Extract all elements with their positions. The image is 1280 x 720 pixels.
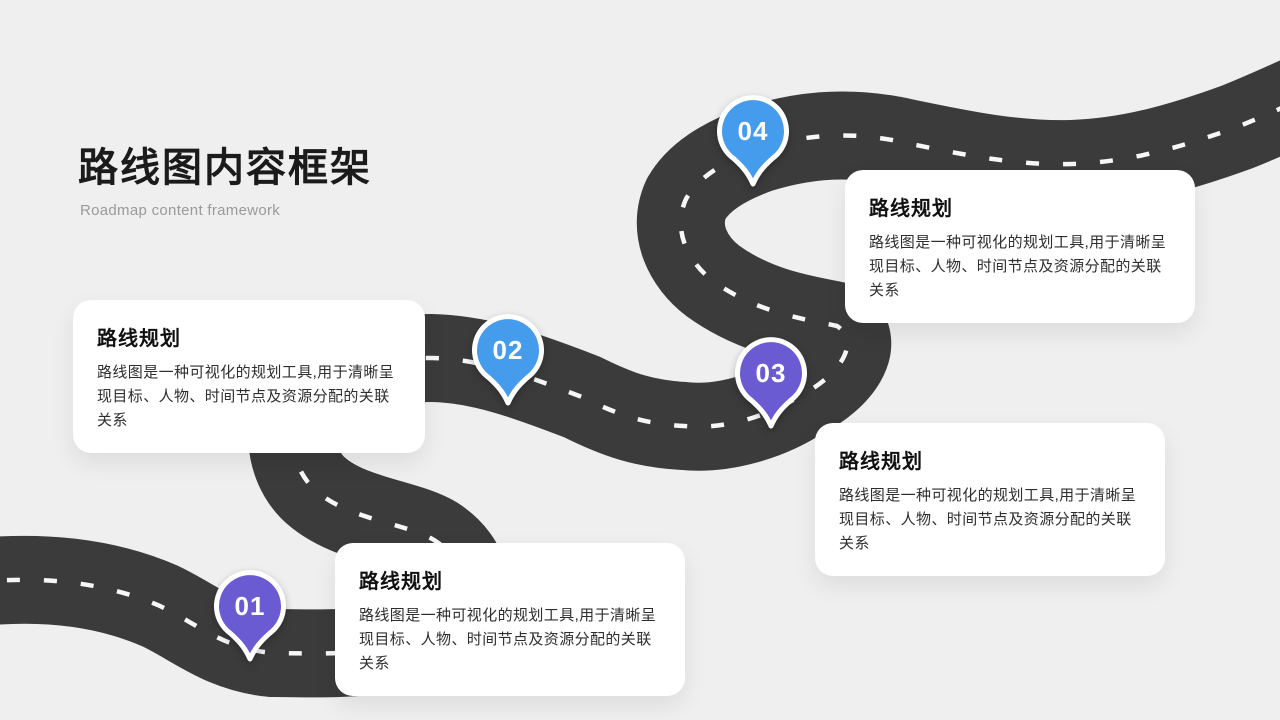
pin-number: 04 [738, 116, 769, 146]
card-title: 路线规划 [97, 328, 181, 350]
card-body: 路线图是一种可视化的规划工具,用于清晰呈现目标、人物、时间节点及资源分配的关联关… [359, 607, 657, 672]
location-pin-icon [735, 337, 807, 429]
pin-number: 02 [493, 335, 524, 365]
location-pin-icon [472, 314, 544, 406]
card-body: 路线图是一种可视化的规划工具,用于清晰呈现目标、人物、时间节点及资源分配的关联关… [97, 364, 395, 429]
card-body: 路线图是一种可视化的规划工具,用于清晰呈现目标、人物、时间节点及资源分配的关联关… [869, 234, 1167, 299]
milestone-card-01: 路线规划 路线图是一种可视化的规划工具,用于清晰呈现目标、人物、时间节点及资源分… [73, 300, 425, 453]
card-title: 路线规划 [869, 198, 953, 220]
card-title: 路线规划 [359, 571, 443, 593]
milestone-pin-03: 03 [735, 337, 807, 429]
card-body: 路线图是一种可视化的规划工具,用于清晰呈现目标、人物、时间节点及资源分配的关联关… [839, 487, 1137, 552]
milestone-card-01-detail: 路线规划 路线图是一种可视化的规划工具,用于清晰呈现目标、人物、时间节点及资源分… [335, 543, 685, 696]
location-pin-icon [214, 570, 286, 662]
pin-number: 01 [235, 591, 266, 621]
slide-subtitle: Roadmap content framework [80, 202, 281, 219]
milestone-pin-04: 04 [717, 95, 789, 187]
milestone-pin-01: 01 [214, 570, 286, 662]
pin-number: 03 [756, 358, 787, 388]
slide-title: 路线图内容框架 [78, 146, 372, 190]
milestone-card-04: 路线规划 路线图是一种可视化的规划工具,用于清晰呈现目标、人物、时间节点及资源分… [845, 170, 1195, 323]
milestone-pin-02: 02 [472, 314, 544, 406]
title-block: 路线图内容框架 Roadmap content framework [78, 144, 372, 219]
location-pin-icon [717, 95, 789, 187]
card-title: 路线规划 [839, 451, 923, 473]
milestone-card-03: 路线规划 路线图是一种可视化的规划工具,用于清晰呈现目标、人物、时间节点及资源分… [815, 423, 1165, 576]
